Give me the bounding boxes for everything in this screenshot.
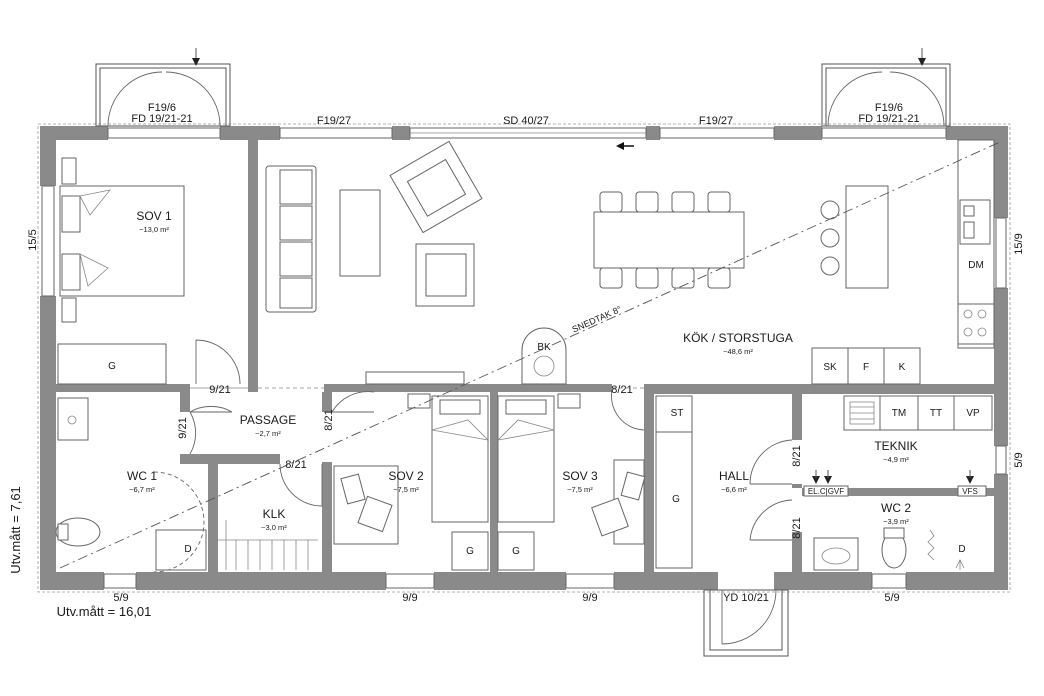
room-area-wc1: ~6,7 m² [129,485,155,494]
roof-note: SNEDTAK 8° [571,304,624,335]
room-name-teknik: TEKNIK [874,439,917,453]
label-fd-left-a: F19/6 [148,102,176,114]
fixture-vp: VP [966,408,980,419]
room-area-klk: ~3,0 m² [261,523,287,532]
room-area-wc2: ~3,9 m² [883,517,909,526]
room-area-sov3: ~7,5 m² [567,485,593,494]
exterior-walls [40,126,1008,590]
sofa-group [265,140,483,313]
label-fd-left-b: FD 19/21-21 [131,113,192,125]
interior-walls [56,140,994,572]
wc2-furniture [813,527,965,571]
label-fd-right-a: F19/6 [875,102,903,114]
label-f-top-right: F19/27 [699,115,733,127]
room-area-sov1: ~13,0 m² [139,225,169,234]
sliding-door-arrow-icon [616,142,634,150]
teknik-furniture [803,395,993,497]
label-f-left: 15/5 [27,229,39,250]
label-w-wc2: 5/9 [884,592,899,604]
label-w-wc1: 5/9 [113,592,128,604]
wc1-furniture [55,397,318,573]
room-name-hall: HALL [719,469,749,483]
french-door-bay-left[interactable] [95,48,231,127]
sov3-furniture [496,393,646,545]
fixture-bk: BK [537,342,551,353]
kitchen-island [811,139,995,385]
fixture-g-sov2: G [466,546,474,557]
fixture-sk: SK [823,362,837,373]
room-labels: SOV 1 ~13,0 m² PASSAGE ~2,7 m² WC 1 ~6,7… [127,209,918,532]
label-d-wc1: 9/21 [177,417,189,438]
room-area-teknik: ~4,9 m² [883,455,909,464]
label-fd-right-b: FD 19/21-21 [858,113,919,125]
label-yd: YD 10/21 [723,592,769,604]
sov1-furniture [57,157,185,385]
label-d-klk: 8/21 [285,459,306,471]
klk-hangers [225,520,309,570]
fixture-f: F [863,362,869,373]
label-d-wc2: 8/21 [791,517,803,538]
outline [37,123,1011,593]
room-name-kok: KÖK / STORSTUGA [683,331,793,345]
label-f-right-bottom: 5/9 [1013,452,1025,467]
room-name-wc2: WC 2 [881,501,911,515]
label-f-top-left: F19/27 [317,115,351,127]
dim-width: Utv.mått = 16,01 [57,604,152,619]
label-d-teknik: 8/21 [791,445,803,466]
interior-doors[interactable] [189,339,793,657]
french-door-bay-right[interactable] [821,48,951,127]
label-d-kok: 8/21 [611,384,632,396]
dining-table [593,191,745,289]
roof-slope-line [59,141,1001,569]
room-area-sov2: ~7,5 m² [393,485,419,494]
label-sd-top: SD 40/27 [503,115,549,127]
fixture-st: ST [671,408,684,419]
fixture-g-sov1: G [108,361,116,372]
room-area-passage: ~2,7 m² [255,429,281,438]
room-name-sov3: SOV 3 [562,469,598,483]
label-w-sov2: 9/9 [402,592,417,604]
fixture-tt: TT [930,408,942,419]
label-w-sov3: 9/9 [582,592,597,604]
label-f-right-top: 15/9 [1013,233,1025,254]
room-name-klk: KLK [263,507,286,521]
stove [365,327,567,385]
fixture-g-hall: G [672,494,680,505]
windows [41,127,1007,589]
fixture-el-cgvf: EL.C|GVF [808,487,844,496]
room-name-sov2: SOV 2 [388,469,424,483]
sov2-furniture [333,393,535,571]
room-area-hall: ~6,6 m² [721,485,747,494]
fixture-labels: G D G G BK DM SK F K ST G TM TT VP EL.C|… [108,260,984,557]
room-name-sov1: SOV 1 [136,209,172,223]
fixture-tm: TM [892,408,906,419]
fixture-d-wc1: D [184,544,191,555]
room-name-wc1: WC 1 [127,469,157,483]
fixture-d-wc2: D [958,544,965,555]
label-d-sov1: 9/21 [209,384,230,396]
hall-furniture [655,395,693,569]
dim-height: Utv.mått = 7,61 [8,486,23,574]
label-d-sov2: 8/21 [323,409,335,430]
room-name-passage: PASSAGE [240,413,296,427]
fixture-vfs: VFS [962,487,978,496]
fixture-k: K [899,362,906,373]
fixture-g-sov3: G [512,546,520,557]
fixture-dm: DM [968,260,984,271]
room-area-kok: ~48,6 m² [723,347,753,356]
opening-labels: F19/6 FD 19/21-21 F19/6 FD 19/21-21 F19/… [27,102,1025,604]
